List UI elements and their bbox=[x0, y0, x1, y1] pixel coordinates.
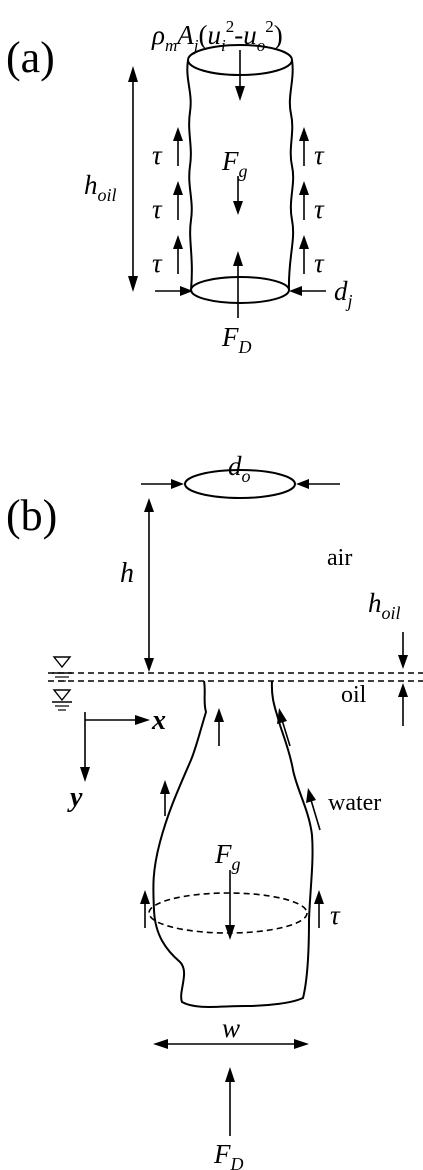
y-axis-arrowhead bbox=[80, 767, 90, 782]
x-axis-arrowhead bbox=[135, 715, 150, 725]
shear-arrow-b-right-upper bbox=[281, 719, 291, 747]
fg-arrowhead-a bbox=[233, 201, 243, 215]
w-arrowhead-right bbox=[294, 1039, 309, 1049]
h-arrowhead-down bbox=[144, 658, 154, 672]
h-oil-arrowhead-up-b bbox=[398, 683, 408, 697]
oil-label: oil bbox=[341, 682, 367, 708]
fd-arrowhead-a bbox=[233, 251, 243, 266]
do-label: do bbox=[228, 451, 251, 486]
w-label: w bbox=[222, 1013, 240, 1043]
h-oil-arrowhead-up bbox=[128, 66, 138, 82]
fd-label-a: FD bbox=[221, 322, 252, 357]
water-level-symbol-bottom bbox=[52, 689, 72, 711]
shear-arrowhead-b-left-mid bbox=[160, 780, 170, 794]
fg-label-b: Fg bbox=[214, 839, 241, 874]
panel-b-label: (b) bbox=[6, 491, 57, 540]
tau-label-left-2: τ bbox=[152, 194, 163, 224]
drop-ellipse bbox=[184, 469, 296, 499]
tau-label-right-1: τ bbox=[314, 140, 325, 170]
h-oil-arrowhead-down-b bbox=[398, 655, 408, 669]
do-arrowhead-left bbox=[171, 479, 184, 489]
water-label: water bbox=[328, 790, 381, 816]
h-arrowhead-up bbox=[144, 498, 154, 512]
y-axis-label: y bbox=[67, 782, 83, 813]
shear-arrows-right: τ τ τ bbox=[299, 127, 325, 278]
tau-label-right-2: τ bbox=[314, 194, 325, 224]
dj-arrowhead-left bbox=[180, 286, 193, 296]
tau-arrowhead-b-right bbox=[314, 890, 324, 904]
panel-a: (a) ρmAj(ui2-uo2) hoil τ τ τ bbox=[6, 17, 353, 357]
shear-arrows-left: τ τ τ bbox=[152, 127, 183, 278]
air-label: air bbox=[327, 545, 352, 571]
x-axis-label: x bbox=[151, 705, 166, 736]
shear-arrowhead-b-right-mid bbox=[306, 788, 316, 803]
tau-arrowhead-left-3 bbox=[173, 235, 183, 249]
fd-label-b: FD bbox=[213, 1139, 244, 1170]
shear-arrowhead-b-left-upper bbox=[214, 708, 224, 722]
fg-arrowhead-b bbox=[225, 925, 235, 940]
fg-label-a: Fg bbox=[221, 146, 248, 181]
panel-b: (b) do h air hoil oil bbox=[6, 451, 423, 1170]
h-oil-arrowhead-down bbox=[128, 276, 138, 292]
tau-arrowhead-right-1 bbox=[299, 127, 309, 141]
momentum-flux-arrowhead bbox=[235, 86, 245, 101]
dj-arrowhead-right bbox=[289, 286, 302, 296]
jet-left-wall bbox=[186, 59, 193, 291]
tau-label-right-3: τ bbox=[314, 248, 325, 278]
tau-label-left-3: τ bbox=[152, 248, 163, 278]
dj-label: dj bbox=[334, 276, 353, 311]
h-label: h bbox=[120, 558, 134, 589]
jet-bottom-ellipse bbox=[190, 276, 290, 304]
momentum-flux-label: ρmAj(ui2-uo2) bbox=[151, 17, 283, 55]
do-arrowhead-right bbox=[296, 479, 309, 489]
shear-arrowhead-b-right-upper bbox=[277, 708, 287, 724]
tau-arrowhead-right-3 bbox=[299, 235, 309, 249]
shear-arrow-b-right-mid bbox=[310, 799, 321, 831]
tau-arrowhead-right-2 bbox=[299, 181, 309, 195]
water-level-symbol-top bbox=[52, 656, 72, 682]
tau-arrowhead-left-2 bbox=[173, 181, 183, 195]
panel-a-label: (a) bbox=[6, 33, 55, 82]
tau-arrowhead-left-1 bbox=[173, 127, 183, 141]
tau-arrowhead-b-left bbox=[140, 890, 150, 904]
tau-label-b: τ bbox=[330, 900, 341, 930]
tau-label-left-1: τ bbox=[152, 140, 163, 170]
jet-right-wall bbox=[287, 59, 295, 291]
w-arrowhead-left bbox=[153, 1039, 168, 1049]
fd-arrowhead-b bbox=[225, 1067, 235, 1082]
h-oil-label-b: hoil bbox=[368, 588, 401, 623]
plume-outline bbox=[152, 680, 314, 1008]
h-oil-label: hoil bbox=[84, 170, 117, 205]
